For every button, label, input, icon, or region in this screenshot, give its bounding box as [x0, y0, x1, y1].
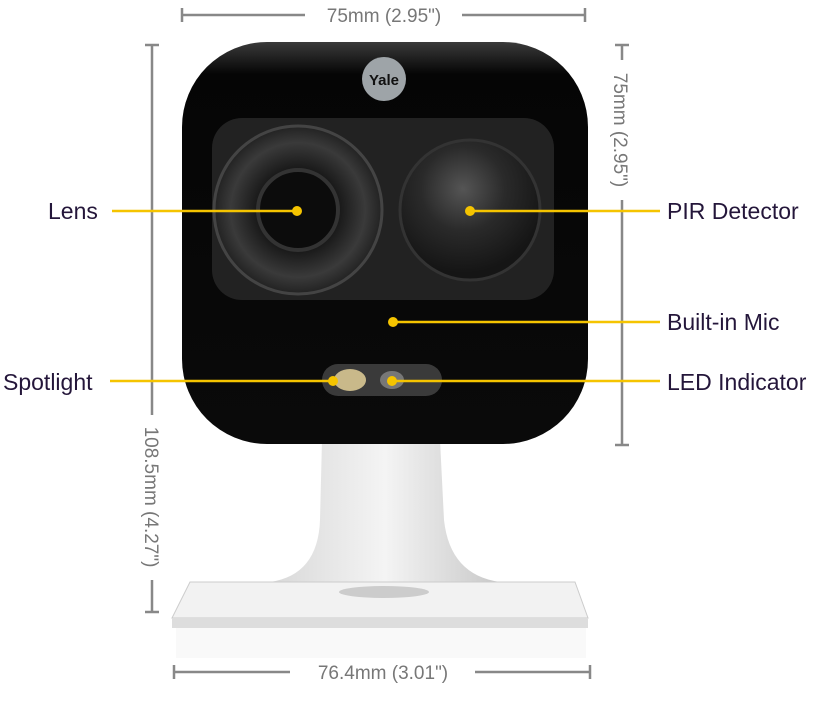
- bottom-width-dimension: 76.4mm (3.01"): [172, 663, 592, 684]
- lens-label: Lens: [48, 198, 98, 224]
- top-width-label: 75mm (2.95"): [327, 6, 441, 27]
- callout-lens: Lens: [48, 198, 302, 224]
- bottom-width-label: 76.4mm (3.01"): [318, 663, 448, 684]
- callout-pir-detector: PIR Detector: [465, 198, 799, 224]
- left-height-label: 108.5mm (4.27"): [140, 427, 161, 568]
- camera-body: [182, 42, 588, 444]
- yale-logo: Yale: [362, 57, 406, 101]
- built-in-mic-label: Built-in Mic: [667, 309, 779, 335]
- callout-built-in-mic: Built-in Mic: [388, 309, 779, 335]
- spotlight-label: Spotlight: [3, 369, 93, 395]
- mount-stand: [171, 440, 589, 658]
- svg-text:Yale: Yale: [369, 72, 399, 89]
- right-height-dimension: 75mm (2.95"): [609, 43, 630, 447]
- led-indicator-label: LED Indicator: [667, 369, 807, 395]
- callout-led-indicator: LED Indicator: [387, 369, 807, 395]
- pir-detector-label: PIR Detector: [667, 198, 799, 224]
- top-width-dimension: 75mm (2.95"): [180, 6, 587, 27]
- right-height-label: 75mm (2.95"): [609, 73, 630, 187]
- left-height-dimension: 108.5mm (4.27"): [140, 43, 161, 614]
- callout-spotlight: Spotlight: [3, 369, 338, 395]
